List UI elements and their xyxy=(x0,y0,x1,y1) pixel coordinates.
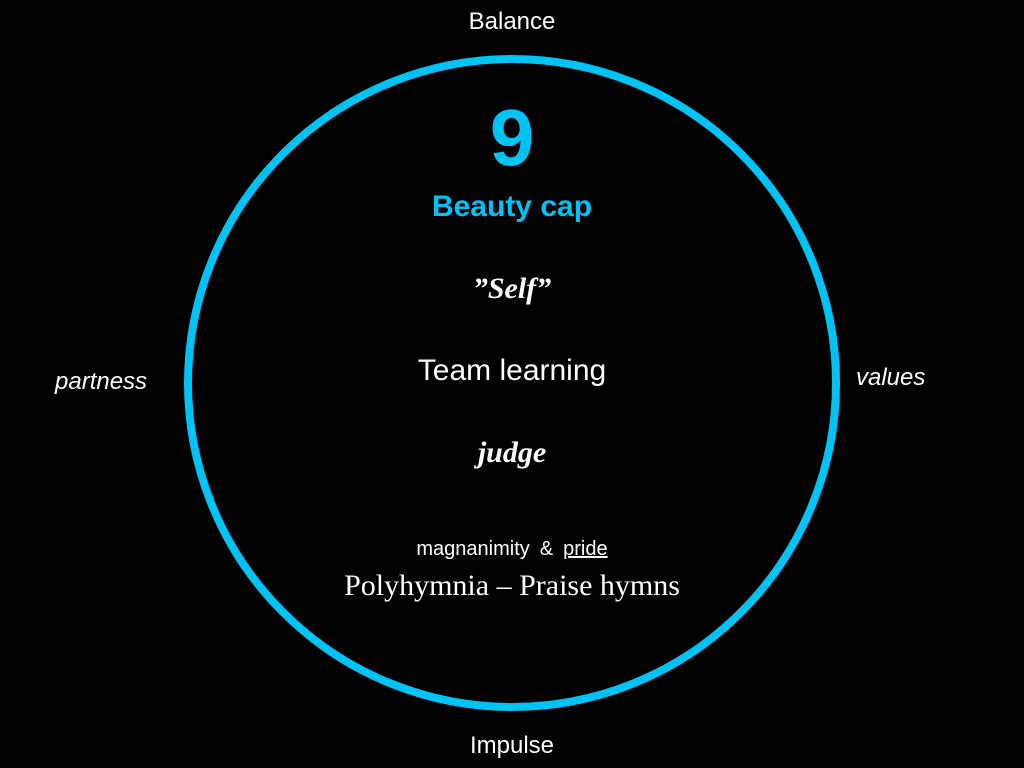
muse-label: Polyhymnia – Praise hymns xyxy=(344,569,680,602)
self-label: ”Self” xyxy=(472,272,552,305)
circle-ring xyxy=(184,55,840,711)
ampersand-label: & xyxy=(539,538,554,560)
virtue-label: magnanimity xyxy=(416,538,530,560)
axis-label-bottom: Impulse xyxy=(469,732,555,759)
axis-label-top: Balance xyxy=(468,8,556,35)
role-label: judge xyxy=(477,436,547,469)
axis-label-left: partness xyxy=(55,368,148,395)
axis-label-right: values xyxy=(856,364,926,391)
circle-title: Beauty cap xyxy=(431,190,593,223)
circle-number: 9 xyxy=(489,93,535,182)
discipline-label: Team learning xyxy=(417,354,607,387)
traits-line: magnanimity&pride xyxy=(0,536,1024,562)
vice-label: pride xyxy=(563,538,608,560)
